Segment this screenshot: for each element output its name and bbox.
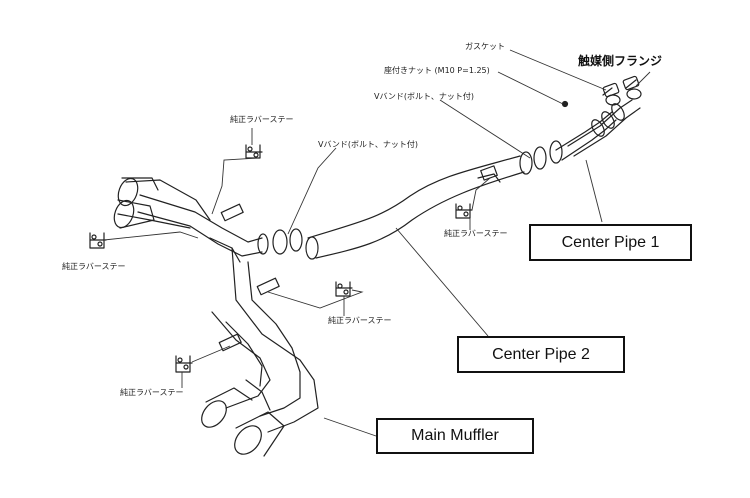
leader-lines <box>103 49 651 437</box>
rubber-stay-label-middle: 純正ラバーステー <box>328 316 392 325</box>
center-pipe-1-box: Center Pipe 1 <box>529 224 692 261</box>
center-pipe-2-shape <box>305 155 525 260</box>
nut-label: 座付きナット (M10 P=1.25) <box>384 66 490 75</box>
vband-lower-label: Vバンド(ボルト、ナット付) <box>318 140 418 149</box>
gasket-label: ガスケット <box>465 42 505 51</box>
upper-vband-rings <box>519 140 563 175</box>
rubber-stay-label-right: 純正ラバーステー <box>444 229 508 238</box>
rubber-stay-brackets <box>89 144 473 373</box>
main-muffler-box: Main Muffler <box>376 418 534 454</box>
catalyst-flange-parts <box>561 75 642 108</box>
center-pipe-1-shape <box>555 99 641 161</box>
rubber-stay-label-bottom: 純正ラバーステー <box>120 388 184 397</box>
vband-upper-label: Vバンド(ボルト、ナット付) <box>374 92 474 101</box>
main-muffler-shape <box>113 177 319 457</box>
catalyst-flange-label: 触媒側フランジ <box>578 54 663 68</box>
center-pipe-2-box: Center Pipe 2 <box>457 336 625 373</box>
lower-vband-rings <box>257 228 303 255</box>
rubber-stay-label-left: 純正ラバーステー <box>62 262 126 271</box>
rubber-stay-label-top: 純正ラバーステー <box>230 115 294 124</box>
